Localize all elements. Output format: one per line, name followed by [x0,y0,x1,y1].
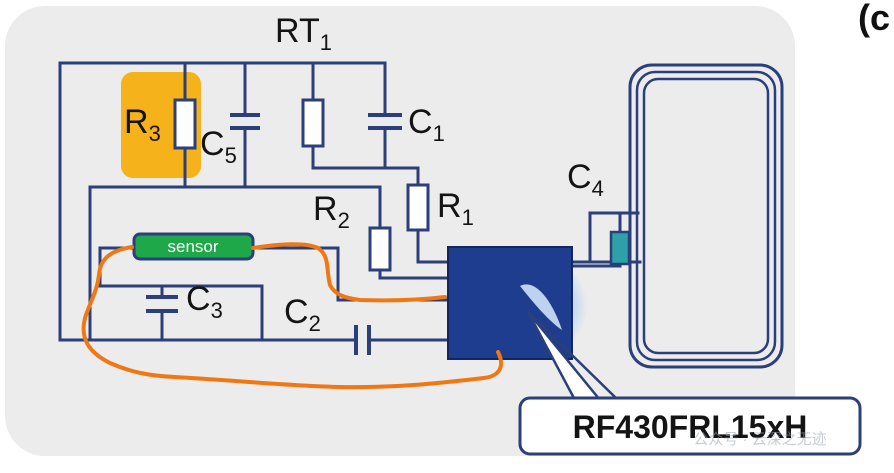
label-r2: R2 [313,190,350,233]
capacitor-c1 [368,113,402,130]
panel-background [5,6,795,456]
capacitors [146,113,402,355]
panel-letter: (c [858,0,890,38]
resistor-r2 [368,226,392,272]
watermark: 公众号 · 云深之无迹 [693,431,826,448]
resistors [173,98,430,272]
label-c5: C5 [200,125,237,168]
chip-highlight [520,284,562,330]
antenna-coil [628,63,784,369]
label-c1: C1 [408,103,445,146]
chip-callout-box [518,396,862,456]
capacitor-c2 [354,325,371,355]
resistor-r3 [173,98,197,150]
capacitor-c3 [146,295,178,313]
component-labels: RT1 R3 C5 C1 R1 R2 C4 C3 C2 [124,12,604,336]
sensor-label: sensor [167,237,218,256]
label-r1: R1 [437,187,474,230]
label-c3: C3 [186,280,223,323]
resistor-r1 [406,183,430,232]
orange-trace [81,242,504,390]
label-c2: C2 [284,293,321,336]
capacitor-c4 [609,230,631,266]
callout-pointer-edge [527,311,619,401]
rf430-chip [447,246,573,360]
label-r3: R3 [124,103,161,146]
label-c4: C4 [567,158,604,201]
chip-callout-label: RF430FRL15xH [573,409,808,445]
label-rt1: RT1 [275,12,332,55]
capacitor-c5 [230,113,260,130]
resistor-rt1 [301,98,325,148]
